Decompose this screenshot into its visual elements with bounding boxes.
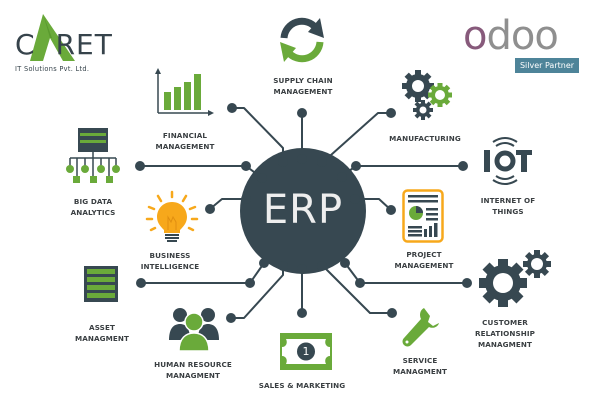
caret-letters-rest: RET [55,28,113,61]
erp-hub-label: ERP [262,187,344,233]
caret-wordmark: C RET [15,28,113,61]
server-network-icon [66,128,120,183]
caret-letter-c: C [15,28,36,61]
gears-icon [402,70,452,120]
erp-hub [240,148,366,274]
bar-chart-icon [155,68,214,116]
odoo-letter-d: d [486,13,511,59]
caret-triangle-icon [30,14,75,61]
wrench-icon [402,308,439,347]
iot-icon [484,137,532,185]
refresh-arrows-icon [280,17,324,63]
people-icon [169,308,219,352]
silver-partner-badge: Silver Partner [515,58,579,73]
odoo-wordmark: odoo [463,13,559,59]
cogs-icon [479,250,551,307]
report-icon [402,189,444,243]
lightbulb-icon [145,190,199,242]
banknote-icon: 1 [280,333,332,370]
odoo-letter-o3: o [534,13,559,59]
caret-tagline: IT Solutions Pvt. Ltd. [15,65,90,73]
module-label: SUPPLY CHAIN MANAGEMENT [273,76,333,96]
odoo-letter-o2: o [510,13,536,59]
stack-icon [84,266,118,302]
odoo-letter-o1: o [463,13,488,59]
